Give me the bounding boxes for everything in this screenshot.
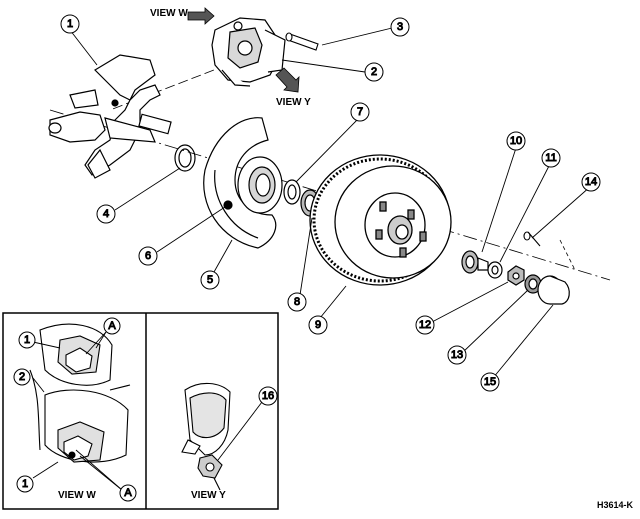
inset-w-callout-1a: 1 xyxy=(18,331,36,349)
svg-text:16: 16 xyxy=(262,390,274,402)
callout-4: 4 xyxy=(96,204,116,224)
svg-text:10: 10 xyxy=(510,135,522,147)
leader-lines xyxy=(69,27,592,379)
callout-14: 14 xyxy=(581,172,601,192)
nut-retainer xyxy=(524,274,542,294)
inset-panels xyxy=(2,312,279,510)
callout-5: 5 xyxy=(200,270,220,290)
callout-6: 6 xyxy=(138,246,158,266)
svg-text:13: 13 xyxy=(451,349,463,361)
callout-7: 7 xyxy=(350,102,370,122)
callout-1: 1 xyxy=(60,14,80,34)
svg-text:1: 1 xyxy=(22,478,28,490)
spindle-knuckle xyxy=(48,54,172,179)
inset-view-y xyxy=(181,382,231,491)
callout-11: 11 xyxy=(541,148,561,168)
inset-w-callout-1b: 1 xyxy=(16,475,34,493)
inset-view-y-label: VIEW Y xyxy=(191,490,226,501)
svg-text:6: 6 xyxy=(145,250,151,262)
callout-2: 2 xyxy=(364,62,384,82)
svg-text:2: 2 xyxy=(19,371,25,383)
callout-9: 9 xyxy=(308,315,328,335)
inset-view-w-label: VIEW W xyxy=(58,490,96,501)
svg-text:A: A xyxy=(124,487,132,499)
callout-10: 10 xyxy=(506,131,526,151)
brake-rotor xyxy=(309,154,452,286)
callout-8: 8 xyxy=(287,292,307,312)
svg-text:1: 1 xyxy=(24,334,30,346)
figure-id: H3614-K xyxy=(597,500,634,510)
inset-w-callouts: 1 2 1 A A xyxy=(13,317,137,502)
callouts: 1 3 2 4 6 5 7 8 9 10 11 14 12 13 15 xyxy=(60,14,601,392)
svg-text:9: 9 xyxy=(315,319,321,331)
svg-text:15: 15 xyxy=(484,376,496,388)
callout-3: 3 xyxy=(390,17,410,37)
inset-w-callout-a1: A xyxy=(103,317,121,335)
inset-y-callout-16: 16 xyxy=(258,386,278,406)
grease-seal xyxy=(174,144,196,172)
grease-cap xyxy=(537,275,570,305)
svg-text:A: A xyxy=(108,320,116,332)
callout-12: 12 xyxy=(415,315,435,335)
view-y-label: VIEW Y xyxy=(276,97,311,108)
outer-bearing xyxy=(461,250,489,274)
svg-text:1: 1 xyxy=(67,18,73,30)
inset-view-w xyxy=(29,323,131,463)
view-arrows xyxy=(187,7,300,93)
svg-text:11: 11 xyxy=(545,152,556,164)
view-w-label: VIEW W xyxy=(150,8,188,19)
splash-shield xyxy=(203,117,283,249)
cotter-pin xyxy=(523,231,541,247)
caliper-pin xyxy=(285,32,319,51)
washer xyxy=(487,261,503,279)
svg-text:5: 5 xyxy=(207,274,213,286)
inset-w-callout-2: 2 xyxy=(13,368,31,386)
svg-text:14: 14 xyxy=(585,176,597,188)
inset-w-callout-a2: A xyxy=(119,484,137,502)
callout-15: 15 xyxy=(480,372,500,392)
callout-13: 13 xyxy=(447,345,467,365)
svg-text:3: 3 xyxy=(397,21,403,33)
svg-text:2: 2 xyxy=(371,66,377,78)
svg-text:8: 8 xyxy=(294,296,300,308)
svg-text:12: 12 xyxy=(419,319,431,331)
brake-caliper xyxy=(211,17,286,87)
inset-w-leaders xyxy=(32,331,123,491)
svg-text:4: 4 xyxy=(103,208,109,220)
inset-y-leaders xyxy=(217,401,263,461)
svg-text:7: 7 xyxy=(357,106,363,118)
adjusting-nut xyxy=(507,265,525,286)
